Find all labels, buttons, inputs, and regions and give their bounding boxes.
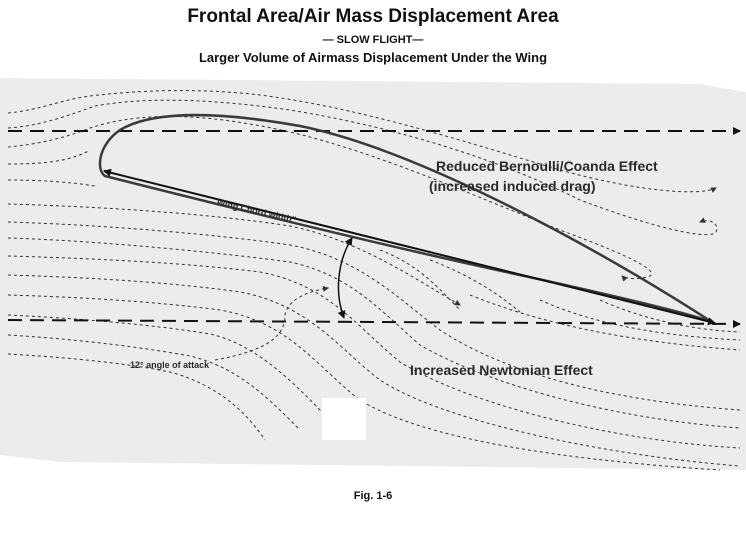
chord-line-arrow	[103, 168, 716, 326]
page-subtitle: — SLOW FLIGHT—	[322, 34, 424, 46]
page-title: Frontal Area/Air Mass Displacement Area	[187, 6, 559, 27]
frontal-area-arrow	[337, 237, 353, 319]
figure-caption: Fig. 1-6	[353, 490, 393, 502]
newtonian-label: Increased Newtonian Effect	[410, 362, 593, 378]
page-heading: Larger Volume of Airmass Displacement Un…	[198, 50, 548, 65]
bernoulli-label: Reduced Bernoulli/Coanda Effect	[436, 158, 658, 174]
angle-of-attack-leader	[214, 285, 329, 361]
paper-blotch	[322, 398, 366, 440]
induced-drag-label: (increased induced drag)	[429, 178, 596, 194]
angle-of-attack-label: 12° angle of attack	[130, 360, 210, 370]
